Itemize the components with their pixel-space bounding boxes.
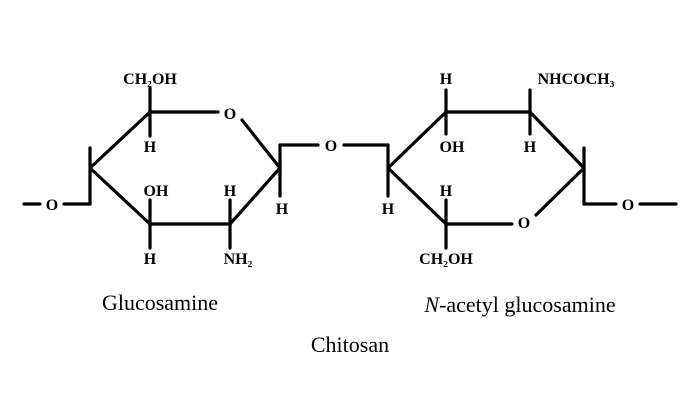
glycosidic-bridge: O [278, 138, 390, 155]
h-label: H [144, 139, 157, 156]
n-acetyl-rest: -acetyl glucosamine [439, 292, 616, 317]
h-label: H [382, 201, 395, 218]
bond-ring-left [228, 166, 282, 226]
glucosamine-ring: O CH₂OH H OH H H NH₂ H O [22, 71, 289, 268]
nhcoch3-label: NHCOCH₃ [538, 71, 615, 88]
oh-label-right: OH [440, 139, 465, 156]
ring-oxygen-right: O [518, 215, 530, 232]
bond-ring-left [240, 118, 282, 170]
end-oxygen-right: O [622, 197, 634, 214]
nh2-label: NH₂ [224, 251, 253, 268]
bridge-oxygen: O [325, 138, 337, 155]
h-label: H [524, 139, 537, 156]
n-acetyl-glucosamine-ring: O H NHCOCH₃ OH H H CH₂OH H O [382, 71, 678, 268]
glucosamine-label: Glucosamine [102, 290, 218, 315]
oh-label-left: OH [144, 183, 169, 200]
bond-ring-left [88, 110, 152, 170]
n-acetyl-glucosamine-label: N-acetyl glucosamine [423, 292, 615, 317]
bond-ring-right [528, 110, 586, 170]
end-oxygen-left: O [46, 197, 58, 214]
h-label: H [224, 183, 237, 200]
bond-ring-right [386, 166, 448, 226]
ch2oh-label-right: CH₂OH [419, 251, 473, 268]
chitosan-title: Chitosan [311, 332, 389, 357]
h-label: H [276, 201, 289, 218]
h-label: H [144, 251, 157, 268]
h-label: H [440, 183, 453, 200]
bond-ring-right [534, 166, 586, 217]
h-label: H [440, 71, 453, 88]
n-prefix: N [423, 292, 440, 317]
bond-ring-right [386, 110, 448, 170]
bond-ring-left [88, 166, 152, 226]
ring-oxygen-left: O [224, 106, 236, 123]
ch2oh-label-left: CH₂OH [123, 71, 177, 88]
